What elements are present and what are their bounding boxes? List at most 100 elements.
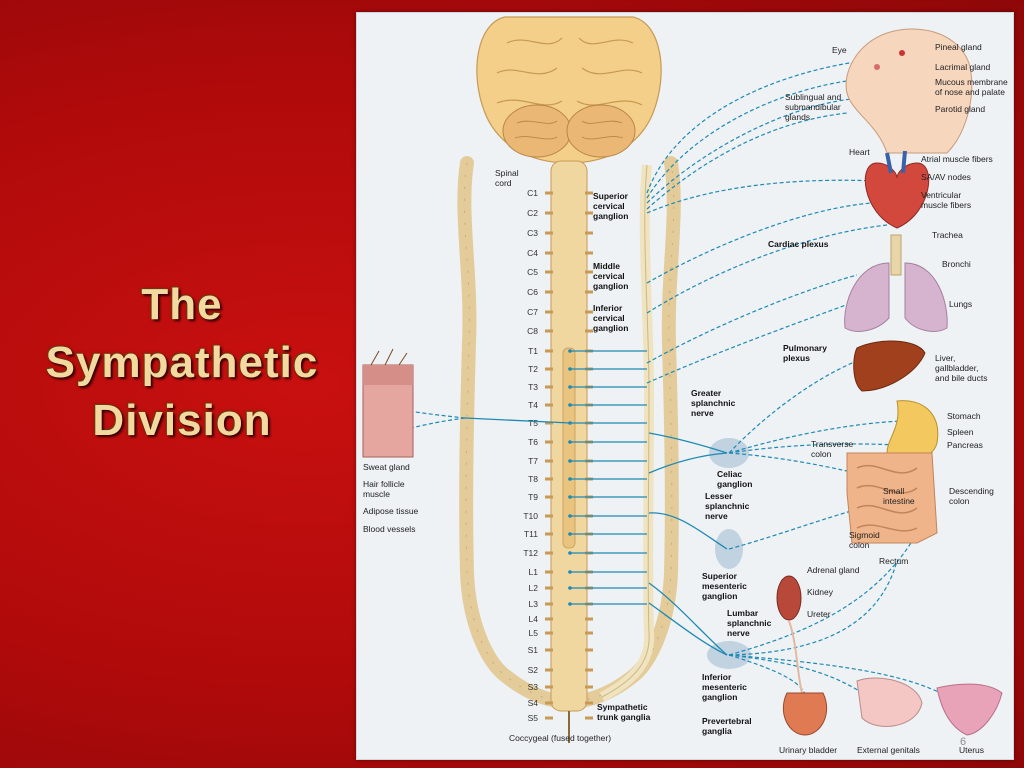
neuron-cell-body (568, 514, 572, 518)
segment-label-t8: T8 (528, 474, 538, 484)
sweat-gland-label: Sweat gland (363, 462, 410, 472)
neuron-cell-body (568, 440, 572, 444)
segment-label-t5: T5 (528, 418, 538, 428)
segment-label-l5: L5 (529, 628, 539, 638)
segment-label-t10: T10 (523, 511, 538, 521)
segment-label-s1: S1 (528, 645, 539, 655)
rectum-label: Rectum (879, 556, 908, 566)
segment-label-l1: L1 (529, 567, 539, 577)
segment-label-t1: T1 (528, 346, 538, 356)
segment-label-c7: C7 (527, 307, 538, 317)
sa-av-nodes-label: SA/AV nodes (921, 172, 971, 182)
segment-label-c8: C8 (527, 326, 538, 336)
external-genitals-label: External genitals (857, 745, 920, 755)
neuron-cell-body (568, 403, 572, 407)
pineal-gland-label: Pineal gland (935, 42, 982, 52)
genitals-illustration (856, 677, 923, 727)
segment-label-t11: T11 (524, 529, 538, 539)
kidney-illustration (776, 575, 803, 694)
neuron-cell-body (568, 532, 572, 536)
vertebral-column (457, 156, 681, 743)
segment-label-s2: S2 (528, 665, 539, 675)
segment-label-c6: C6 (527, 287, 538, 297)
splanchnic-nerves (648, 432, 728, 656)
neuron-cell-body (568, 586, 572, 590)
neuron-cell-body (568, 385, 572, 389)
bladder-illustration (782, 692, 828, 736)
uterus-label: Uterus (959, 745, 984, 755)
segment-label-c1: C1 (527, 188, 538, 198)
adrenal-gland-label: Adrenal gland (807, 565, 860, 575)
segment-label-l3: L3 (529, 599, 539, 609)
urinary-bladder-label: Urinary bladder (779, 745, 837, 755)
segment-label-l2: L2 (529, 583, 539, 593)
uterus-illustration (936, 683, 1003, 736)
segment-label-c4: C4 (527, 248, 538, 258)
segment-label-c3: C3 (527, 228, 538, 238)
neuron-cell-body (568, 495, 572, 499)
atrial-muscle-fibers-label: Atrial muscle fibers (921, 154, 993, 164)
stomach-label: Stomach (947, 411, 981, 421)
eye-label: Eye (832, 45, 847, 55)
segment-label-c5: C5 (527, 267, 538, 277)
sympathetic-chain (599, 164, 655, 702)
segment-label-t7: T7 (528, 456, 538, 466)
cardiac-plexus-label: Cardiac plexus (768, 239, 829, 249)
coccygeal-label: Coccygeal (fused together) (509, 733, 611, 743)
lungs-label: Lungs (949, 299, 972, 309)
neuron-cell-body (568, 367, 572, 371)
lungs-illustration (844, 234, 948, 332)
head-illustration (845, 28, 973, 154)
spinal-segments: C1C2C3C4C5C6C7C8T1T2T3T4T5T6T7T8T9T10T11… (523, 188, 593, 723)
stomach-illustration (886, 400, 939, 460)
page-number: 6 (960, 736, 967, 748)
segment-label-t2: T2 (528, 364, 538, 374)
liver-illustration (853, 340, 926, 392)
heart-label: Heart (849, 147, 870, 157)
neuron-cell-body (568, 602, 572, 606)
segment-label-t12: T12 (523, 548, 538, 558)
heart-illustration (864, 150, 930, 229)
segment-label-s4: S4 (528, 698, 539, 708)
intestine-illustration (846, 452, 938, 544)
neuron-cell-body (568, 459, 572, 463)
neuron-cell-body (568, 477, 572, 481)
segment-label-t4: T4 (528, 400, 538, 410)
spleen-label: Spleen (947, 427, 974, 437)
nerve-to-skin (464, 417, 571, 424)
lacrimal-gland-label: Lacrimal gland (935, 62, 991, 72)
segment-label-s3: S3 (528, 682, 539, 692)
kidney-label: Kidney (807, 587, 834, 597)
segment-label-t6: T6 (528, 437, 538, 447)
neuron-cell-body (568, 570, 572, 574)
adipose-tissue-label: Adipose tissue (363, 506, 419, 516)
liver-label: Liver,gallbladder,and bile ducts (935, 353, 987, 383)
brain-illustration (476, 16, 662, 164)
preganglionic-nerves (464, 349, 647, 606)
trachea-label: Trachea (932, 230, 963, 240)
skin-block-illustration (362, 348, 414, 458)
segment-label-s5: S5 (528, 713, 539, 723)
bronchi-label: Bronchi (942, 259, 971, 269)
ureter-label: Ureter (807, 609, 831, 619)
segment-label-l4: L4 (529, 614, 539, 624)
neuron-cell-body (568, 349, 572, 353)
